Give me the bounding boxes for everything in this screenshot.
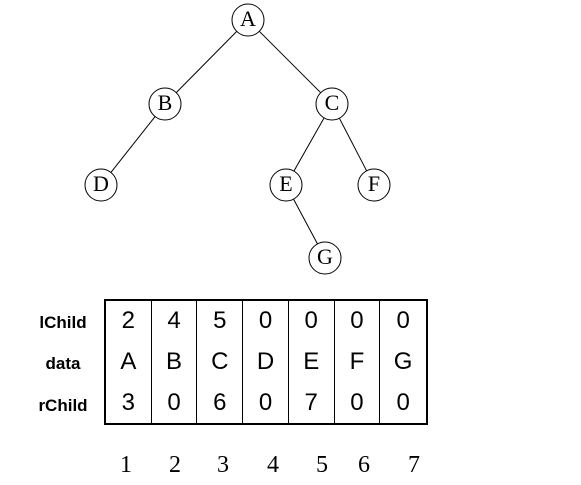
tree-node-b: B <box>148 87 182 121</box>
rchild-cell: 0 <box>396 388 410 416</box>
index-label: 7 <box>408 452 420 478</box>
tree-node-label: B <box>158 90 173 115</box>
binary-tree-diagram: A B C D E F G <box>84 3 391 275</box>
data-cell: B <box>152 341 198 383</box>
tree-edge-a-b <box>175 31 238 93</box>
rchild-cell: 3 <box>106 382 152 423</box>
tree-node-label: C <box>325 90 340 115</box>
tree-node-label: G <box>317 244 333 269</box>
tree-node-label: D <box>93 171 109 196</box>
data-cell: E <box>289 341 335 383</box>
tree-node-circle <box>308 241 342 275</box>
row-label-lchild: lChild <box>39 313 87 332</box>
tree-edge-c-e <box>293 117 325 172</box>
rchild-cell: 0 <box>152 382 198 423</box>
tree-edge-b-d <box>110 116 156 173</box>
data-cell: D <box>243 341 289 383</box>
tree-node-g: G <box>308 241 342 275</box>
data-cell: G <box>393 347 413 375</box>
tree-edge-a-c <box>258 30 322 94</box>
tree-node-label: E <box>279 171 292 196</box>
tree-node-circle <box>231 3 265 37</box>
index-label: 6 <box>358 452 370 478</box>
index-label: 1 <box>120 452 132 478</box>
tree-edge-c-f <box>338 117 368 172</box>
rchild-cell: 6 <box>197 382 244 423</box>
tree-edge-e-g <box>293 198 318 245</box>
index-label: 5 <box>316 452 328 478</box>
tree-node-c: C <box>315 87 349 121</box>
tree-node-circle <box>315 87 349 121</box>
lchild-cell: 2 <box>106 301 152 342</box>
index-label: 4 <box>267 452 279 478</box>
tree-node-circle <box>357 168 391 202</box>
lchild-cell: 5 <box>197 301 244 342</box>
tree-node-circle <box>84 168 118 202</box>
row-label-data: data <box>45 354 81 373</box>
lchild-cell: 0 <box>335 301 381 342</box>
tree-node-circle <box>148 87 182 121</box>
tree-node-label: A <box>240 6 256 31</box>
tree-node-e: E <box>269 168 303 202</box>
tree-node-d: D <box>84 168 118 202</box>
data-cell: F <box>335 341 381 383</box>
storage-table: 2 4 5 0 0 0 0 A B C D E F G 3 0 6 0 7 0 … <box>104 299 428 425</box>
rchild-cell: 0 <box>243 382 289 423</box>
lchild-cell: 0 <box>289 301 335 342</box>
lchild-cell: 0 <box>243 301 289 342</box>
tree-node-a: A <box>231 3 265 37</box>
lchild-cell: 4 <box>152 301 198 342</box>
data-cell: A <box>106 341 152 383</box>
row-label-rchild: rChild <box>38 396 88 415</box>
index-label: 3 <box>217 452 229 478</box>
rchild-cell: 0 <box>335 382 381 423</box>
lchild-cell: 0 <box>396 307 410 335</box>
tree-node-label: F <box>368 171 380 196</box>
data-cell: C <box>197 341 244 383</box>
index-label: 2 <box>169 452 181 478</box>
tree-node-circle <box>269 168 303 202</box>
tree-node-f: F <box>357 168 391 202</box>
rchild-cell: 7 <box>289 382 335 423</box>
